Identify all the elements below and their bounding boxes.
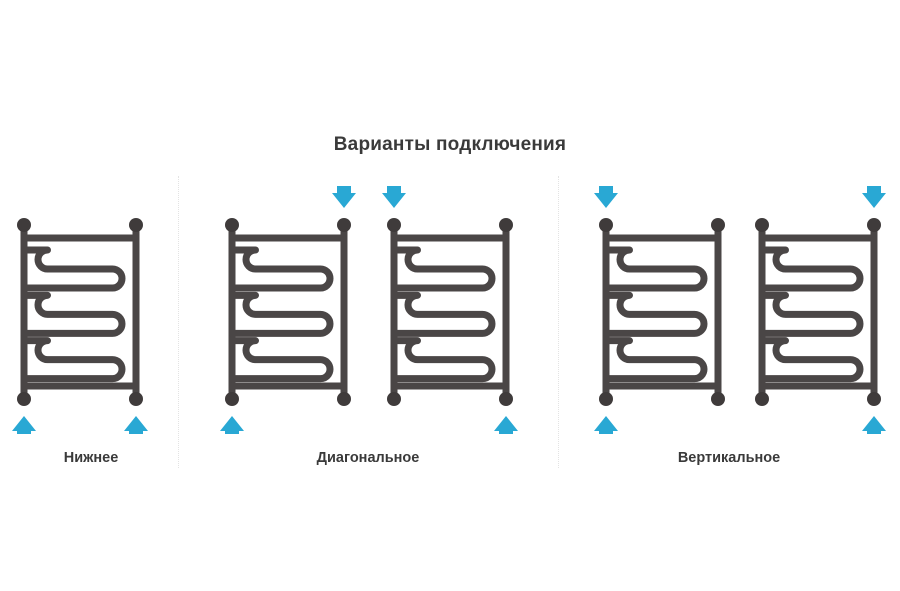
radiator-coil-row [228, 246, 334, 292]
radiator-coil-row [390, 291, 496, 337]
radiator-cap-bottom-left [387, 392, 401, 406]
radiator-cap-top-right [867, 218, 881, 232]
panel-label-diagonal: Диагональное [316, 450, 420, 466]
diagram-title: Варианты подключения [333, 134, 567, 155]
flow-arrow-top-left-down-icon [382, 186, 406, 208]
radiator-cap-bottom-right [499, 392, 513, 406]
panel-vertical-connection: Вертикальное [558, 186, 900, 476]
panel-vertical-units [558, 186, 900, 434]
radiator-coil-row [390, 337, 496, 383]
radiator-cap-top-right [337, 218, 351, 232]
flow-arrow-bottom-right-up-icon [494, 416, 518, 434]
panel-label-bottom: Нижнее [63, 450, 119, 466]
radiator-coil-row [602, 337, 708, 383]
radiator-cap-top-left [17, 218, 31, 232]
radiator-coil-row [228, 291, 334, 337]
radiator-coil-row [20, 291, 126, 337]
radiator-cap-bottom-right [129, 392, 143, 406]
flow-arrow-top-right-down-icon [332, 186, 356, 208]
radiator-cap-bottom-right [867, 392, 881, 406]
radiator-body [20, 221, 140, 403]
panel-bottom-connection: Нижнее [0, 186, 178, 476]
panel-bottom-units [0, 186, 178, 434]
flow-arrow-top-left-down-icon [594, 186, 618, 208]
radiator-cap-top-left [387, 218, 401, 232]
radiator-diagonal-unit-2 [376, 186, 534, 434]
radiator-coil-row [602, 246, 708, 292]
radiator-cap-top-left [599, 218, 613, 232]
radiator-coil-row [758, 291, 864, 337]
radiator-cap-top-right [711, 218, 725, 232]
radiator-coil-row [390, 246, 496, 292]
radiator-cap-top-left [755, 218, 769, 232]
radiator-body [758, 221, 878, 403]
radiator-cap-bottom-left [599, 392, 613, 406]
radiator-coil-row [20, 246, 126, 292]
radiator-cap-bottom-left [17, 392, 31, 406]
radiator-vertical-unit-2 [744, 186, 900, 434]
radiator-cap-bottom-right [711, 392, 725, 406]
flow-arrow-bottom-left-up-icon [594, 416, 618, 434]
radiator-body [390, 221, 510, 403]
panel-divider-1 [178, 176, 179, 468]
flow-arrow-bottom-left-up-icon [12, 416, 36, 434]
flow-arrow-top-right-down-icon [862, 186, 886, 208]
radiator-coil-row [758, 246, 864, 292]
radiator-body [602, 221, 722, 403]
radiator-cap-top-left [225, 218, 239, 232]
radiator-coil-row [228, 337, 334, 383]
radiator-bottom-unit-1 [6, 186, 164, 434]
radiator-diagonal-unit-1 [214, 186, 372, 434]
radiator-coil-row [20, 337, 126, 383]
flow-arrow-bottom-left-up-icon [220, 416, 244, 434]
radiator-cap-bottom-left [225, 392, 239, 406]
radiator-coil-row [602, 291, 708, 337]
panel-diagonal-units [178, 186, 558, 434]
radiator-cap-top-right [499, 218, 513, 232]
flow-arrow-bottom-right-up-icon [862, 416, 886, 434]
panel-label-vertical: Вертикальное [677, 450, 781, 466]
panel-diagonal-connection: Диагональное [178, 186, 558, 476]
radiator-cap-bottom-left [755, 392, 769, 406]
radiator-body [228, 221, 348, 403]
radiator-coil-row [758, 337, 864, 383]
radiator-cap-top-right [129, 218, 143, 232]
flow-arrow-bottom-right-up-icon [124, 416, 148, 434]
radiator-vertical-unit-1 [588, 186, 746, 434]
radiator-cap-bottom-right [337, 392, 351, 406]
panel-divider-2 [558, 176, 559, 468]
